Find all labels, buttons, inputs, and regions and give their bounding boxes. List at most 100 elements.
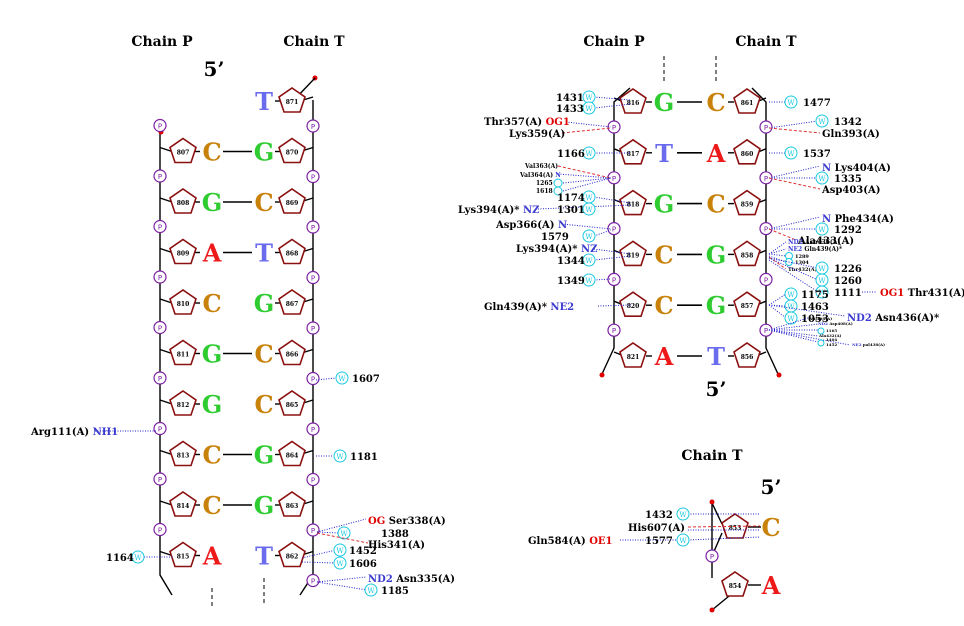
svg-text:1404: 1404 [826,337,837,342]
svg-text:P: P [311,325,315,333]
svg-text:W: W [585,257,593,265]
sugar-861: 861 [733,88,761,114]
label-1301: 1301 [557,205,585,216]
svg-text:ND2 Asn436(A): ND2 Asn436(A) [788,239,840,246]
label-1537: 1537 [803,149,831,160]
svg-text:869: 869 [286,200,299,207]
water-1301: W [582,202,596,216]
label-gln393: Gln393(A) [822,129,880,140]
label-ser338-atom: OG [368,516,385,527]
phosphate-p1-1: P [153,118,167,133]
phosphate-p1-5: P [153,320,167,335]
svg-text:W: W [585,94,593,102]
svg-text:857: 857 [741,303,754,310]
label-asn335: Asn335(A) [395,574,455,585]
sugar-860: 860 [733,138,761,165]
label-1618: 1618 [536,188,553,195]
water-1477: W [784,95,798,109]
base-815: A [202,542,222,571]
svg-text:NE2 Gln439(A)*: NE2 Gln439(A)* [788,246,842,253]
svg-text:W: W [818,226,826,234]
label-1053: 1053 [801,314,829,325]
base-864: G [254,441,275,470]
svg-text:864: 864 [286,453,299,460]
base-866: C [254,340,273,369]
label-1111: 1111 [834,288,862,299]
svg-text:868: 868 [286,251,299,258]
label-1185: 1185 [381,586,409,597]
base-813: C [202,441,221,470]
base-856: T [707,342,725,371]
svg-text:W: W [818,265,826,273]
phosphate-t1-7: P [306,472,320,487]
panel2-chain-p-title: Chain P [583,34,645,50]
label-1452: 1452 [349,546,377,557]
svg-text:P: P [311,275,315,283]
svg-text:807: 807 [177,150,190,157]
label-1349: 1349 [557,276,585,287]
svg-text:Lys394(A)* NZ: Lys394(A)* NZ [458,205,539,216]
svg-text:P: P [612,327,616,335]
label-1432: 1432 [645,510,673,521]
label-lys404: Lys404(A) [835,163,891,174]
svg-text:ND2 Asp408(A): ND2 Asp408(A) [818,321,853,326]
panel3-interactions: W 1432 His607(A) W Gln584(A) OE1 1577 [528,507,761,547]
sugar-865: 865 [278,390,306,416]
phosphate-t1-1: P [306,169,320,184]
label-val363: Val363(A) [524,163,558,170]
sugar-817: 817 [619,138,647,165]
svg-text:W: W [336,560,344,568]
svg-text:W: W [585,277,593,285]
label-thr432: Thr432(A) [788,266,817,273]
phosphate-p1-4: P [153,270,167,284]
label-1463: 1463 [801,302,829,313]
svg-text:856: 856 [741,354,754,361]
svg-text:Val364(A) N: Val364(A) N [519,172,561,179]
svg-text:859: 859 [741,202,754,209]
label-1607: 1607 [352,374,380,385]
svg-text:P: P [764,276,768,284]
svg-text:811: 811 [177,352,190,359]
base-809: A [202,239,222,268]
label-lys394a: Lys394(A)* [458,205,520,216]
svg-text:P: P [311,426,315,434]
label-his341: His341(A) [368,540,425,551]
base-870: G [254,138,275,167]
label-asn436-small: Asn436(A) [804,239,840,246]
svg-text:P: P [710,553,714,561]
base-821: A [654,342,674,371]
sugar-815: 815 [169,541,197,568]
svg-text:Val428(A): Val428(A) [809,316,832,321]
sugar-820: 820 [619,291,647,318]
label-asn436b: Asn436(A)* [874,313,940,324]
phosphate-t1-8: P [306,523,320,537]
water-1431: W [582,90,596,104]
svg-text:P: P [612,276,616,284]
phosphate-p1-3: P [153,219,167,234]
water-1335: W [815,171,829,185]
svg-text:870: 870 [286,150,299,157]
label-arg111-atom: NH1 [93,427,119,438]
svg-text:862: 862 [286,554,299,561]
sugar-857: 857 [733,291,761,318]
base-820: C [654,291,673,320]
water-1111: W [815,285,829,299]
label-1477: 1477 [803,98,831,109]
svg-text:P: P [158,274,162,282]
svg-text:1165: 1165 [826,328,837,333]
svg-text:P: P [158,476,162,484]
base-854: A [761,571,781,600]
svg-text:819: 819 [627,252,640,259]
water-1452: W [333,543,347,557]
sugar-816: 816 [619,88,647,114]
svg-text:Arg111(A) NH1: Arg111(A) NH1 [30,427,118,438]
svg-text:1452: 1452 [826,342,837,347]
svg-text:P: P [311,224,315,232]
svg-text:P: P [158,123,162,131]
base-808: G [202,188,223,217]
base-858: G [706,240,727,269]
phosphate-t1-6: P [306,422,320,436]
phosphate-p2-4: P [607,323,621,337]
label-1226: 1226 [834,264,862,275]
